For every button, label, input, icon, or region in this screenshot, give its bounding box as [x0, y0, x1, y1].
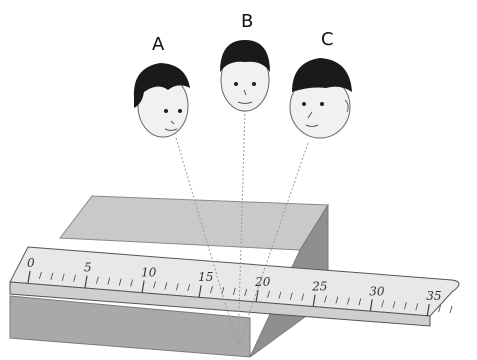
ruler-tick — [255, 289, 259, 302]
ruler-ticks — [27, 270, 453, 317]
block-front-face — [9, 295, 251, 358]
ruler-tick — [118, 278, 122, 286]
ruler-tick — [232, 287, 236, 296]
sight-lines — [175, 109, 309, 347]
ruler-tick — [358, 298, 362, 306]
ruler-tick — [449, 305, 453, 314]
block-top-face — [59, 195, 329, 251]
observer-a: A — [133, 34, 190, 138]
observer-b: B — [220, 11, 270, 112]
ruler-tick — [335, 296, 339, 304]
observer-b-label: B — [241, 11, 253, 32]
ruler-tick-label: 0 — [27, 256, 35, 270]
ruler-tick — [141, 280, 145, 293]
face-a-icon — [133, 63, 190, 138]
ruler-tick — [61, 273, 65, 281]
ruler-tick — [73, 274, 76, 282]
ruler-tick — [415, 303, 419, 311]
ruler-tick-label: 30 — [369, 284, 385, 298]
ruler-tick-label: 35 — [426, 289, 441, 303]
ruler-tick — [347, 297, 350, 305]
ruler-tick — [130, 279, 133, 287]
ruler-tick — [50, 272, 54, 281]
ruler-tick — [96, 276, 99, 284]
ruler-tick — [289, 292, 293, 300]
ruler-tick — [84, 275, 88, 288]
ruler: 0 5 10 15 20 25 30 35 — [9, 246, 460, 327]
ruler-tick — [244, 288, 248, 297]
ruler-tick-label: 5 — [84, 261, 92, 275]
observer-c: C — [289, 29, 352, 139]
ruler-top-face — [9, 246, 460, 317]
ruler-tick — [164, 282, 168, 290]
ruler-tick — [187, 284, 191, 292]
ruler-tick-label: 10 — [141, 266, 157, 280]
ruler-tick — [267, 290, 270, 299]
ruler-tick-label: 15 — [198, 270, 213, 284]
ruler-tick — [278, 291, 282, 299]
ruler-tick — [175, 283, 179, 291]
observer-c-label: C — [321, 29, 334, 50]
ruler-tick — [392, 301, 396, 309]
ruler-tick — [198, 285, 202, 298]
face-c-icon — [289, 58, 352, 139]
sight-line-a — [175, 137, 239, 347]
observer-a-label: A — [152, 34, 165, 55]
face-b-icon — [220, 40, 270, 112]
ruler-tick — [404, 302, 407, 310]
ruler-tick-label: 25 — [311, 280, 327, 294]
ruler-labels: 0 5 10 15 20 25 30 35 — [27, 256, 441, 303]
ruler-tick — [39, 271, 42, 280]
ruler-front-edge — [9, 281, 431, 327]
ruler-tick — [301, 293, 305, 301]
ruler-tick — [438, 304, 441, 313]
block — [9, 195, 329, 358]
ruler-tick — [369, 299, 373, 312]
ruler-tick — [324, 295, 327, 303]
sight-line-b — [237, 109, 246, 347]
ruler-tick — [27, 270, 31, 284]
ruler-tick-label: 20 — [254, 275, 271, 289]
ruler-tick — [426, 304, 430, 317]
ruler-tick — [312, 294, 316, 307]
ruler-tick — [107, 277, 111, 285]
ruler-tick — [381, 300, 384, 308]
ruler-tick — [153, 281, 156, 289]
ruler-tick — [210, 285, 213, 294]
